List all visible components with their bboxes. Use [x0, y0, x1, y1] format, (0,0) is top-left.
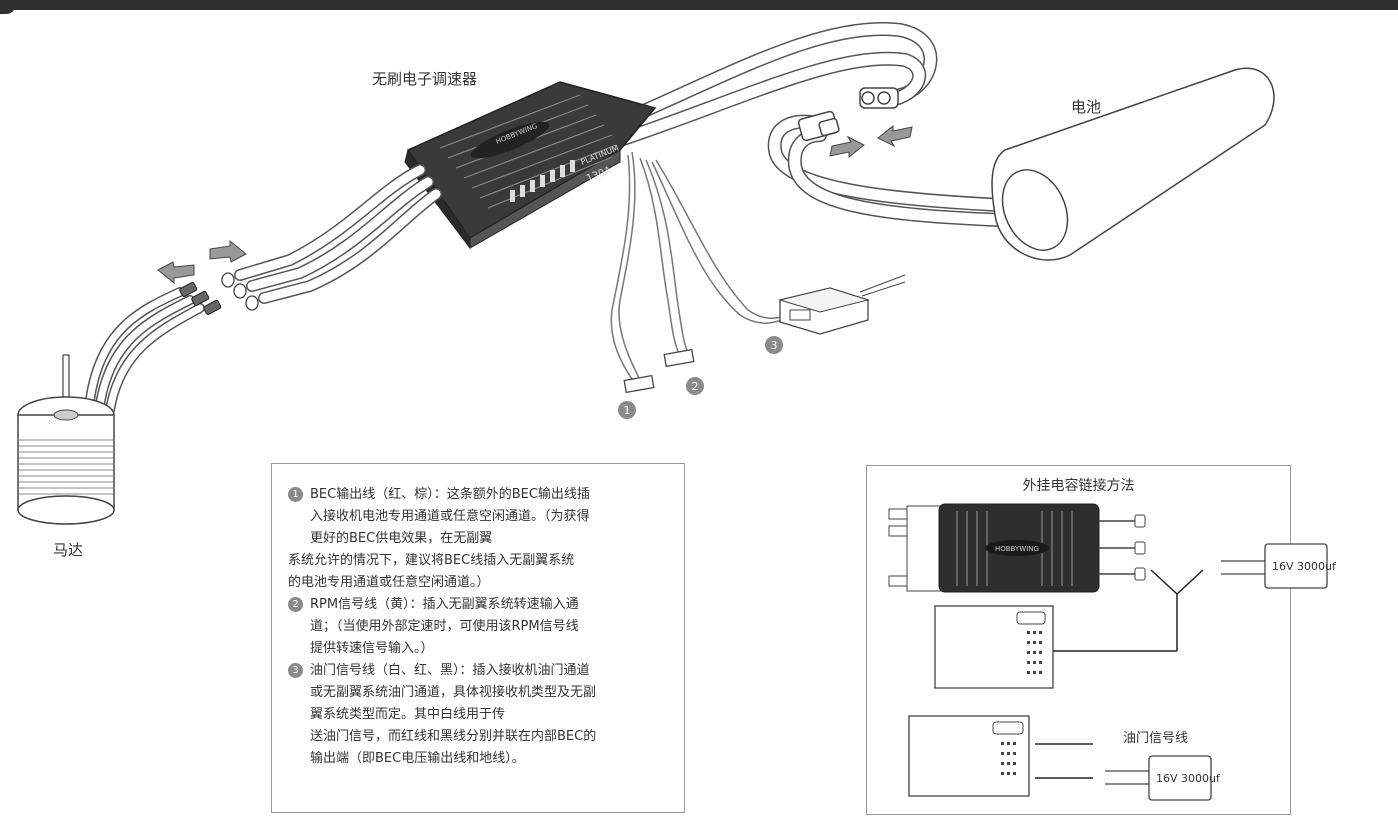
note-line: 的电池专用通道或任意空闲通道。） [288, 575, 490, 590]
callout-1: 1 [618, 401, 636, 419]
battery [991, 67, 1275, 261]
capacitor-panel: 外挂电容链接方法 HOBBYWING [866, 465, 1337, 815]
esc-battery-connector [859, 87, 899, 109]
note-line: 油门信号线（白、红、黑）：插入接收机油门通道 [310, 663, 590, 678]
motor-label: 马达 [53, 541, 84, 559]
wiring-notes-box: 1 BEC输出线（红、棕）：这条额外的BEC输出线插 入接收机电池专用通道或任意… [271, 463, 685, 813]
esc-motor-wires [234, 164, 442, 304]
top-bar [0, 0, 1398, 10]
note-number-1: 1 [288, 487, 303, 502]
note-bec: 1 BEC输出线（红、棕）：这条额外的BEC输出线插 入接收机电池专用通道或任意… [288, 484, 668, 550]
note-line: 系统允许的情况下，建议将BEC线插入无副翼系统 [288, 553, 575, 568]
capacitor-2: 16V 3000uf [1105, 755, 1221, 801]
callout-3: 3 [765, 336, 783, 354]
battery-label: 电池 [1071, 98, 1102, 116]
motor-wires [85, 287, 205, 415]
callout-1-text: 1 [624, 404, 631, 417]
note-bec-continued: 系统允许的情况下，建议将BEC线插入无副翼系统 的电池专用通道或任意空闲通道。） [288, 550, 668, 594]
callout-3-text: 3 [771, 339, 778, 352]
cap-esc-brand: HOBBYWING [995, 545, 1039, 553]
note-line: BEC输出线（红、棕）：这条额外的BEC输出线插 [310, 487, 590, 502]
callout-2-text: 2 [692, 380, 699, 393]
note-throttle-continued: 送油门信号，而红线和黑线分别并联在内部BEC的 输出端（即BEC电压输出线和地线… [310, 726, 690, 770]
note-line: 道；（当使用外部定速时，可使用该RPM信号线 [310, 619, 579, 634]
motor [17, 354, 115, 525]
throttle-wires [1035, 743, 1093, 779]
motor-bullet-plugs [179, 281, 222, 315]
note-line: 提供转速信号输入。） [310, 641, 434, 656]
esc-body: HOBBYWING PLATINUM 130A [404, 81, 657, 250]
note-number-3: 3 [288, 663, 303, 678]
rpm-connector [663, 348, 695, 368]
battery-arrows [829, 124, 913, 159]
signal-wires [610, 151, 787, 383]
esc-label: 无刷电子调速器 [372, 70, 478, 88]
callout-2: 2 [686, 377, 704, 395]
receiver [778, 274, 906, 335]
capacitor-1: 16V 3000uf [1221, 543, 1337, 589]
battery-wires [767, 114, 1007, 227]
note-line: 翼系统类型而定。其中白线用于传 [310, 707, 506, 722]
capacitor-panel-title: 外挂电容链接方法 [1022, 478, 1135, 494]
note-line: RPM信号线（黄）：插入无副翼系统转速输入通 [310, 597, 579, 612]
throttle-signal-label: 油门信号线 [1123, 731, 1188, 746]
note-line: 更好的BEC供电效果，在无副翼 [310, 531, 493, 546]
note-line: 输出端（即BEC电压输出线和地线）。 [310, 751, 525, 766]
note-throttle: 3 油门信号线（白、红、黑）：插入接收机油门通道 或无副翼系统油门通道，具体视接… [288, 660, 668, 726]
top-bar-tab [0, 0, 16, 14]
bec-connector [623, 374, 655, 394]
note-rpm: 2 RPM信号线（黄）：插入无副翼系统转速输入通 道；（当使用外部定速时，可使用… [288, 594, 668, 660]
note-number-2: 2 [288, 597, 303, 612]
battery-connector [797, 110, 840, 142]
motor-arrows [157, 239, 247, 285]
esc-bullet-plugs [221, 272, 259, 311]
capacitor-wiring-lines [1053, 569, 1204, 652]
esc-battery-wires [593, 21, 938, 147]
note-line: 送油门信号，而红线和黑线分别并联在内部BEC的 [310, 729, 597, 744]
capacitor-1-label: 16V 3000uf [1272, 560, 1337, 573]
note-line: 或无副翼系统油门通道，具体视接收机类型及无副 [310, 685, 597, 700]
note-line: 入接收机电池专用通道或任意空闲通道。（为获得 [310, 509, 590, 524]
receiver-2-top-view [908, 715, 1030, 797]
receiver-top-view [934, 605, 1054, 689]
capacitor-2-label: 16V 3000uf [1156, 772, 1221, 785]
esc-top-view: HOBBYWING [888, 503, 1146, 593]
capacitor-diagram: HOBBYWING [888, 503, 1337, 801]
